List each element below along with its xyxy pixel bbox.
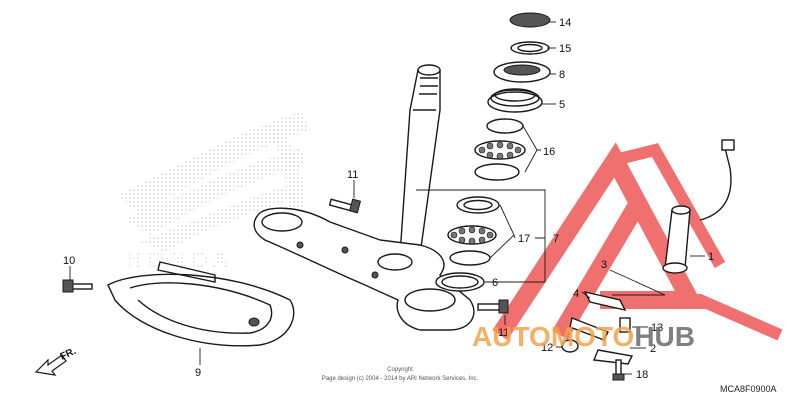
callout-12: 12: [541, 342, 553, 354]
callout-5: 5: [559, 99, 565, 111]
site-wordmark-part1: AUTOMOTO: [472, 321, 634, 352]
callout-11-upper: 11: [347, 169, 358, 181]
site-wordmark: AUTOMOTOHUB: [472, 321, 695, 352]
front-cover-bracket: [107, 261, 295, 347]
site-logo-watermark: [492, 142, 783, 341]
bolt-11-lower: [477, 299, 509, 314]
callout-1: 1: [708, 251, 714, 263]
callout-14: 14: [559, 17, 571, 29]
copyright-title: Copyright: [387, 367, 413, 373]
callout-6: 6: [492, 277, 498, 289]
callout-3: 3: [601, 259, 607, 271]
leader-lines: [69, 21, 705, 375]
front-direction-arrow: FR.: [34, 346, 78, 376]
upper-bearing-stack: [474, 12, 551, 181]
site-wordmark-part2: HUB: [634, 321, 695, 352]
bolt-10: [62, 279, 93, 293]
lower-bearing-stack: [435, 196, 500, 292]
callout-15: 15: [559, 43, 571, 55]
steering-sensor: [662, 139, 735, 274]
lower-bracket: [253, 207, 475, 331]
steering-stem: [399, 64, 441, 256]
copyright-text: Page design (c) 2004 - 2014 by ARI Netwo…: [322, 376, 479, 382]
callout-18: 18: [636, 369, 648, 381]
callout-10: 10: [63, 255, 75, 267]
callout-8: 8: [559, 69, 565, 81]
bolt-11-upper: [328, 198, 362, 214]
diagram-code: MCA8F0900A: [720, 384, 777, 394]
front-direction-label: FR.: [59, 346, 78, 363]
callout-9: 9: [195, 367, 201, 379]
callout-17: 17: [518, 233, 530, 245]
honda-brand-watermark: HONDA: [125, 247, 233, 274]
callout-16: 16: [543, 146, 555, 158]
callout-11-lower: 11: [498, 327, 509, 339]
callout-7: 7: [553, 233, 559, 245]
honda-wing-watermark: HONDA: [118, 112, 310, 274]
callout-2: 2: [650, 343, 656, 355]
callout-numbers: 14 15 8 5 16 17 7 6 11 11 10 9 1 3 4 13 …: [63, 17, 714, 381]
callout-4: 4: [573, 288, 579, 300]
sensor-brackets: [561, 290, 634, 381]
callout-13: 13: [651, 322, 663, 334]
